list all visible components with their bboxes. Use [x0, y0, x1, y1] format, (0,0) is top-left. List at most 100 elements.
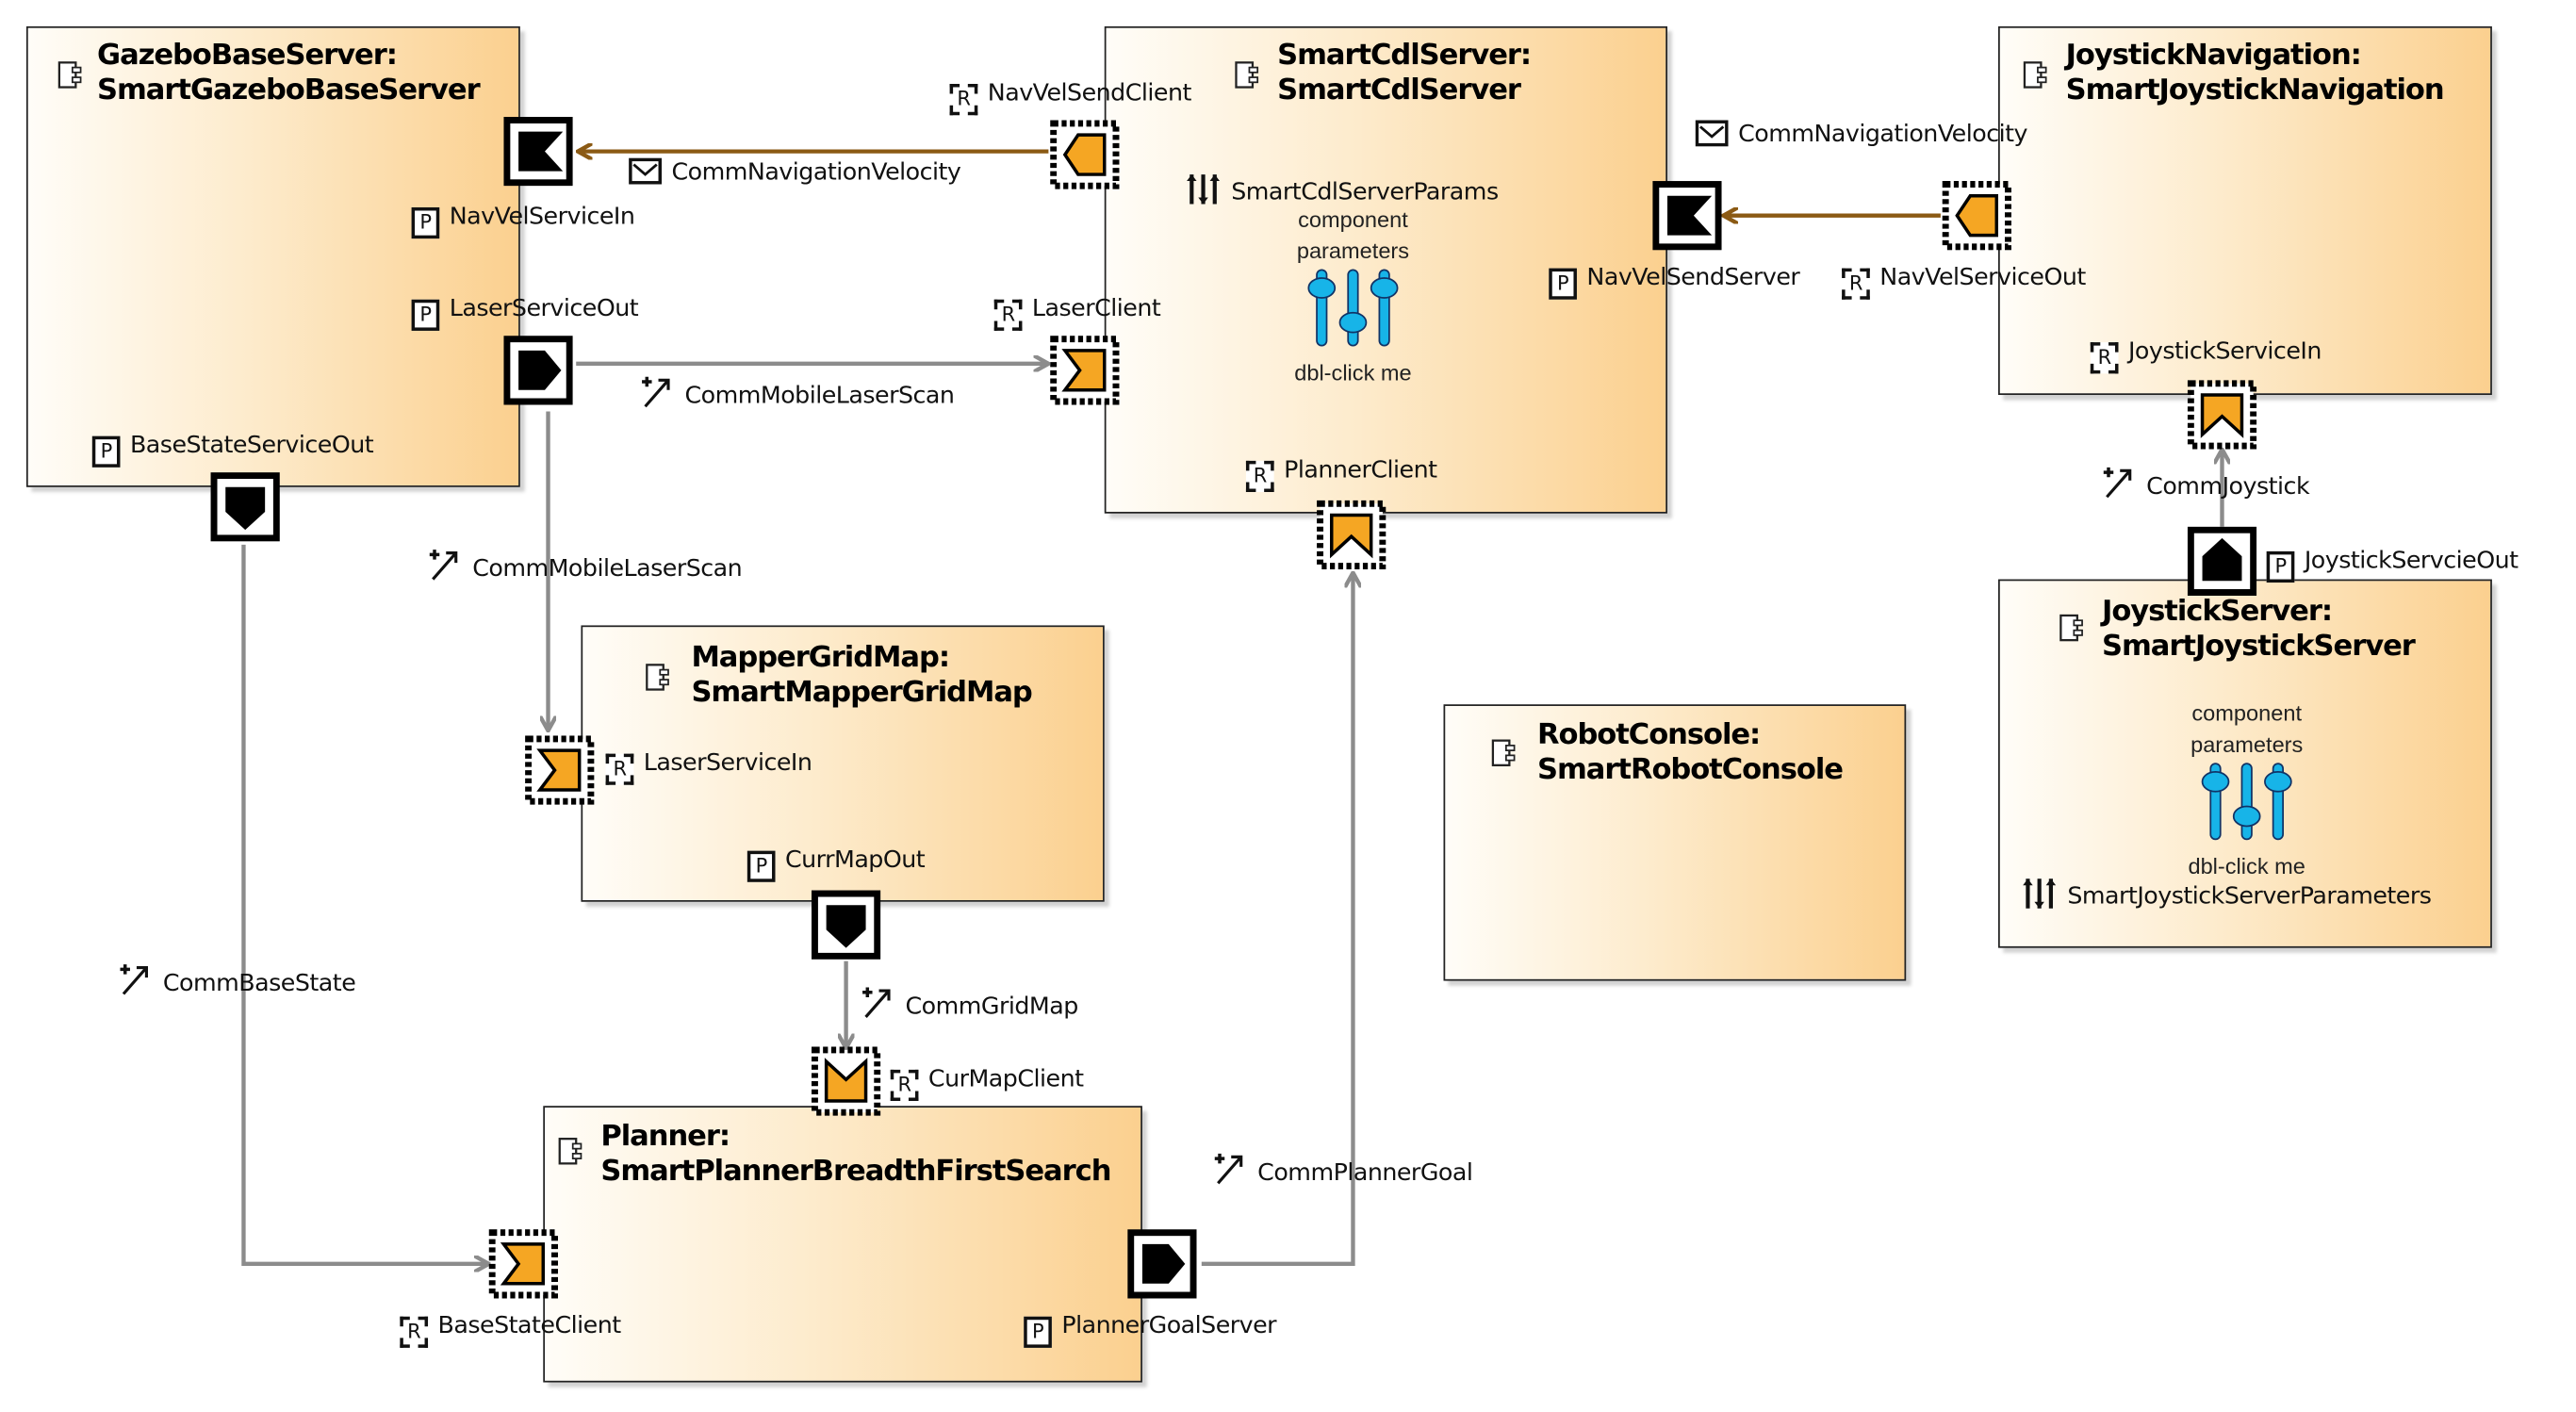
required-badge-icon: R [993, 299, 1023, 331]
param-widget-cdl[interactable]: component parameters dbl-click me [1271, 204, 1436, 388]
component-icon [558, 1138, 582, 1165]
component-icon [2023, 61, 2047, 89]
required-badge-icon: R [605, 753, 634, 785]
component-icon [646, 664, 669, 691]
component-type-name: SmartGazeboBaseServer [97, 74, 481, 107]
port-joystick-service-in[interactable] [2187, 380, 2257, 450]
component-icon [1491, 739, 1516, 766]
param-widget-line1: component [1298, 206, 1408, 233]
component-instance-name: MapperGridMap: [691, 641, 950, 675]
port-nav-vel-service-in[interactable] [503, 116, 573, 187]
wire-base-state[interactable] [241, 544, 486, 1264]
component-joystick-navigation[interactable]: JoystickNavigation:SmartJoystickNavigati… [1998, 25, 2492, 396]
connection-label-nav-velocity-2[interactable]: CommNavigationVelocity [1695, 120, 2028, 149]
required-badge-icon: R [890, 1069, 919, 1102]
params-cdl-label[interactable]: SmartCdlServerParams [1185, 172, 1499, 207]
port-laser-service-in[interactable] [525, 735, 595, 805]
connection-label-base-state[interactable]: CommBaseState [117, 961, 356, 999]
params-joystick-label[interactable]: SmartJoystickServerParameters [2021, 876, 2432, 911]
sliders-icon [1307, 269, 1399, 347]
port-laser-service-out[interactable] [503, 336, 573, 405]
connection-label-nav-velocity-1[interactable]: CommNavigationVelocity [629, 157, 961, 188]
comm-object-icon [429, 550, 458, 581]
parameters-icon [2023, 878, 2057, 909]
port-planner-client[interactable] [1317, 500, 1386, 570]
envelope-icon [629, 157, 663, 185]
component-instance-name: RobotConsole: [1537, 718, 1761, 752]
required-badge-icon: R [1245, 460, 1274, 493]
wire-planner-goal[interactable] [1201, 574, 1354, 1267]
component-type-name: SmartCdlServer [1277, 74, 1521, 107]
param-widget-joystick-server[interactable]: component parameters dbl-click me [2164, 698, 2329, 882]
component-type-name: SmartMapperGridMap [691, 676, 1032, 710]
required-badge-icon: R [1842, 268, 1870, 300]
port-planner-goal-server[interactable] [1127, 1229, 1197, 1299]
component-robot-console[interactable]: RobotConsole:SmartRobotConsole [1443, 704, 1907, 981]
param-widget-hint: dbl-click me [1294, 360, 1412, 386]
provided-badge-icon: P [411, 206, 440, 239]
comm-object-icon [1214, 1153, 1243, 1185]
param-widget-hint: dbl-click me [2188, 854, 2305, 879]
port-joystick-service-out[interactable] [2187, 526, 2257, 597]
component-instance-name: Planner: [600, 1120, 730, 1154]
required-badge-icon: R [949, 84, 978, 116]
component-instance-name: GazeboBaseServer: [97, 39, 398, 73]
component-type-name: SmartJoystickServer [2102, 630, 2416, 664]
port-nav-vel-service-out[interactable] [1942, 181, 2011, 251]
component-type-name: SmartPlannerBreadthFirstSearch [600, 1155, 1111, 1189]
component-smart-cdl-server[interactable]: SmartCdlServer:SmartCdlServer [1104, 25, 1668, 514]
component-type-name: SmartRobotConsole [1537, 753, 1844, 787]
required-badge-icon: R [2090, 342, 2119, 374]
param-widget-line1: component [2191, 700, 2303, 726]
component-icon [1235, 61, 1259, 89]
sliders-icon [2201, 763, 2292, 841]
parameters-icon [1187, 174, 1221, 205]
component-gazebo-base-server[interactable]: GazeboBaseServer:SmartGazeboBaseServer [25, 25, 520, 487]
param-widget-line2: parameters [2190, 731, 2304, 758]
provided-badge-icon: P [747, 850, 776, 882]
component-mapper-grid-map[interactable]: MapperGridMap:SmartMapperGridMap [581, 625, 1105, 902]
component-icon [57, 61, 82, 89]
component-icon [2059, 614, 2083, 642]
comm-object-icon [120, 964, 148, 995]
port-nav-vel-send-server[interactable] [1652, 181, 1722, 251]
port-curr-map-out[interactable] [811, 890, 881, 960]
component-instance-name: JoystickNavigation: [2065, 39, 2362, 73]
port-laser-client[interactable] [1050, 336, 1120, 405]
provided-badge-icon: P [1024, 1316, 1052, 1348]
connection-label-laser-scan-1[interactable]: CommMobileLaserScan [639, 373, 955, 411]
comm-object-icon [2103, 467, 2132, 499]
port-cur-map-client[interactable] [811, 1046, 881, 1116]
comm-object-icon [862, 987, 891, 1019]
provided-badge-icon: P [91, 435, 121, 468]
port-base-state-client[interactable] [488, 1229, 558, 1299]
connection-label-joystick[interactable]: CommJoystick [2100, 464, 2310, 501]
connection-label-grid-map[interactable]: CommGridMap [860, 984, 1078, 1022]
provided-badge-icon: P [1549, 268, 1577, 300]
provided-badge-icon: P [411, 299, 440, 331]
component-type-name: SmartJoystickNavigation [2065, 74, 2445, 107]
port-nav-vel-send-client[interactable] [1050, 120, 1120, 189]
connection-label-laser-scan-2[interactable]: CommMobileLaserScan [426, 547, 743, 584]
component-instance-name: JoystickServer: [2102, 596, 2333, 629]
envelope-icon [1695, 120, 1729, 147]
connection-label-planner-goal[interactable]: CommPlannerGoal [1211, 1150, 1473, 1188]
port-base-state-service-out[interactable] [210, 472, 280, 542]
param-widget-line2: parameters [1296, 238, 1410, 264]
component-instance-name: SmartCdlServer: [1277, 39, 1532, 73]
